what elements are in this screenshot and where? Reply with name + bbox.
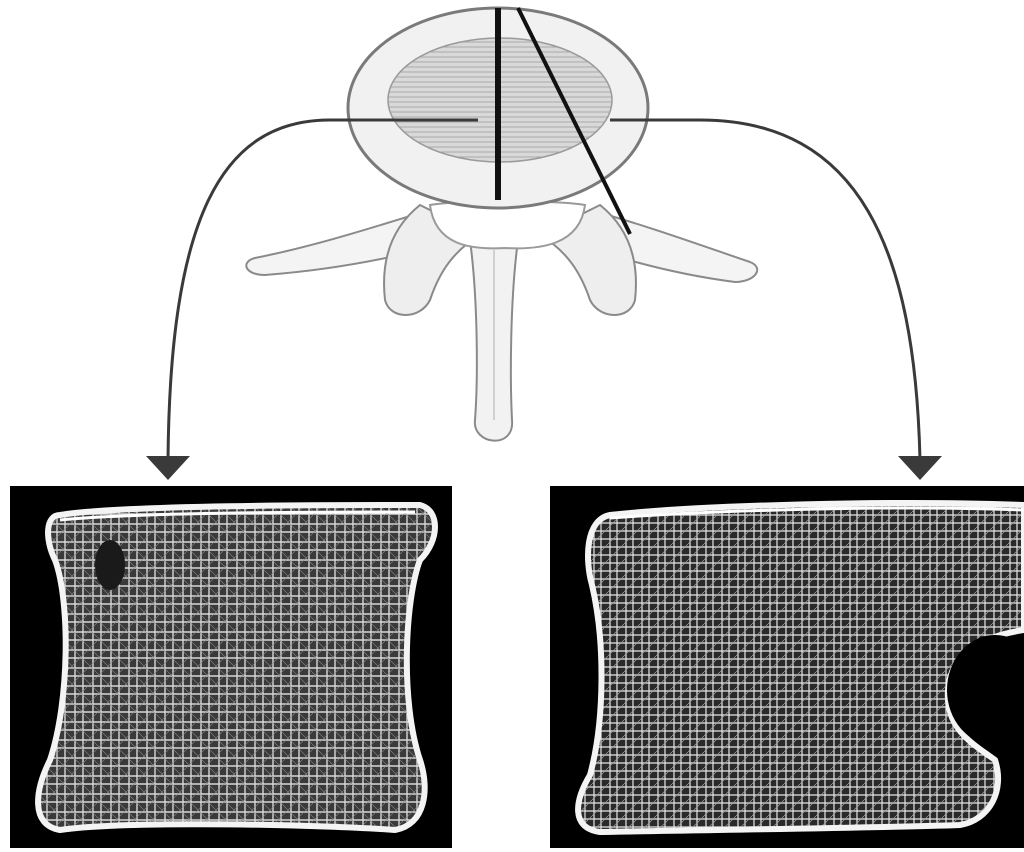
arrow-to-right-section <box>610 120 920 460</box>
arrowhead-left <box>146 456 190 480</box>
right-radiograph-panel <box>550 486 1024 848</box>
lumbar-vertebra-illustration <box>246 8 757 441</box>
left-radiograph-panel <box>10 486 452 848</box>
arrowhead-right <box>898 456 942 480</box>
left-dark-cavity <box>95 540 125 590</box>
